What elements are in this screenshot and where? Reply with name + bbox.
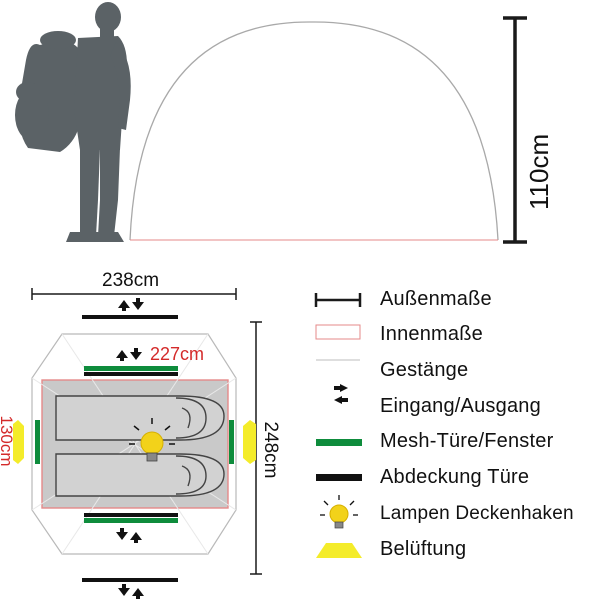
tent-dome-profile [129, 21, 499, 241]
hiker-silhouette [15, 2, 131, 242]
outer-width-dimension-line [31, 288, 237, 300]
inner-width-label: 227cm [150, 344, 205, 364]
legend-entrance-arrows-icon [334, 384, 348, 404]
legend-label-ventilation: Belüftung [380, 538, 467, 560]
outer-depth-label: 248cm [260, 421, 281, 479]
legend-label-door-cover: Abdeckung Türe [380, 466, 530, 488]
height-dimension-line [503, 16, 527, 244]
legend-label-lamp-hook: Lampen Deckenhaken [380, 503, 574, 524]
legend-label-mesh-door: Mesh-Türe/Fenster [380, 430, 554, 452]
legend-inner-rect-icon [315, 324, 361, 340]
legend-lamp-icon [320, 495, 358, 529]
legend-dimension-line-icon [314, 293, 362, 307]
right-vent [243, 420, 256, 464]
sleeping-bags [55, 395, 225, 497]
entrance-arrows-top [118, 298, 144, 311]
left-vent [18, 420, 24, 464]
front-mesh-door [84, 366, 178, 376]
legend-label-outer-dimensions: Außenmaße [380, 288, 492, 310]
entrance-arrows-bottom [118, 584, 144, 599]
legend-label-entrance: Eingang/Ausgang [380, 395, 541, 417]
legend-black-bar-icon [316, 474, 362, 481]
legend-label-inner-dimensions: Innenmaße [380, 323, 483, 345]
legend-vent-icon [316, 543, 362, 558]
height-label: 110cm [524, 133, 554, 210]
top-door-cover [82, 315, 178, 319]
bottom-door-cover [82, 578, 178, 582]
back-mesh-door [84, 513, 178, 523]
entrance-arrows-front [116, 348, 142, 361]
left-vent-outer [13, 420, 18, 464]
legend-green-bar-icon [316, 439, 362, 446]
entrance-arrows-back [116, 528, 142, 543]
outer-width-label: 238cm [102, 270, 160, 291]
left-mesh-window [35, 420, 40, 464]
legend-label-poles: Gestänge [380, 359, 469, 381]
lamp-icon [129, 418, 175, 462]
inner-depth-label: 130cm [0, 415, 16, 467]
right-mesh-window [229, 420, 234, 464]
